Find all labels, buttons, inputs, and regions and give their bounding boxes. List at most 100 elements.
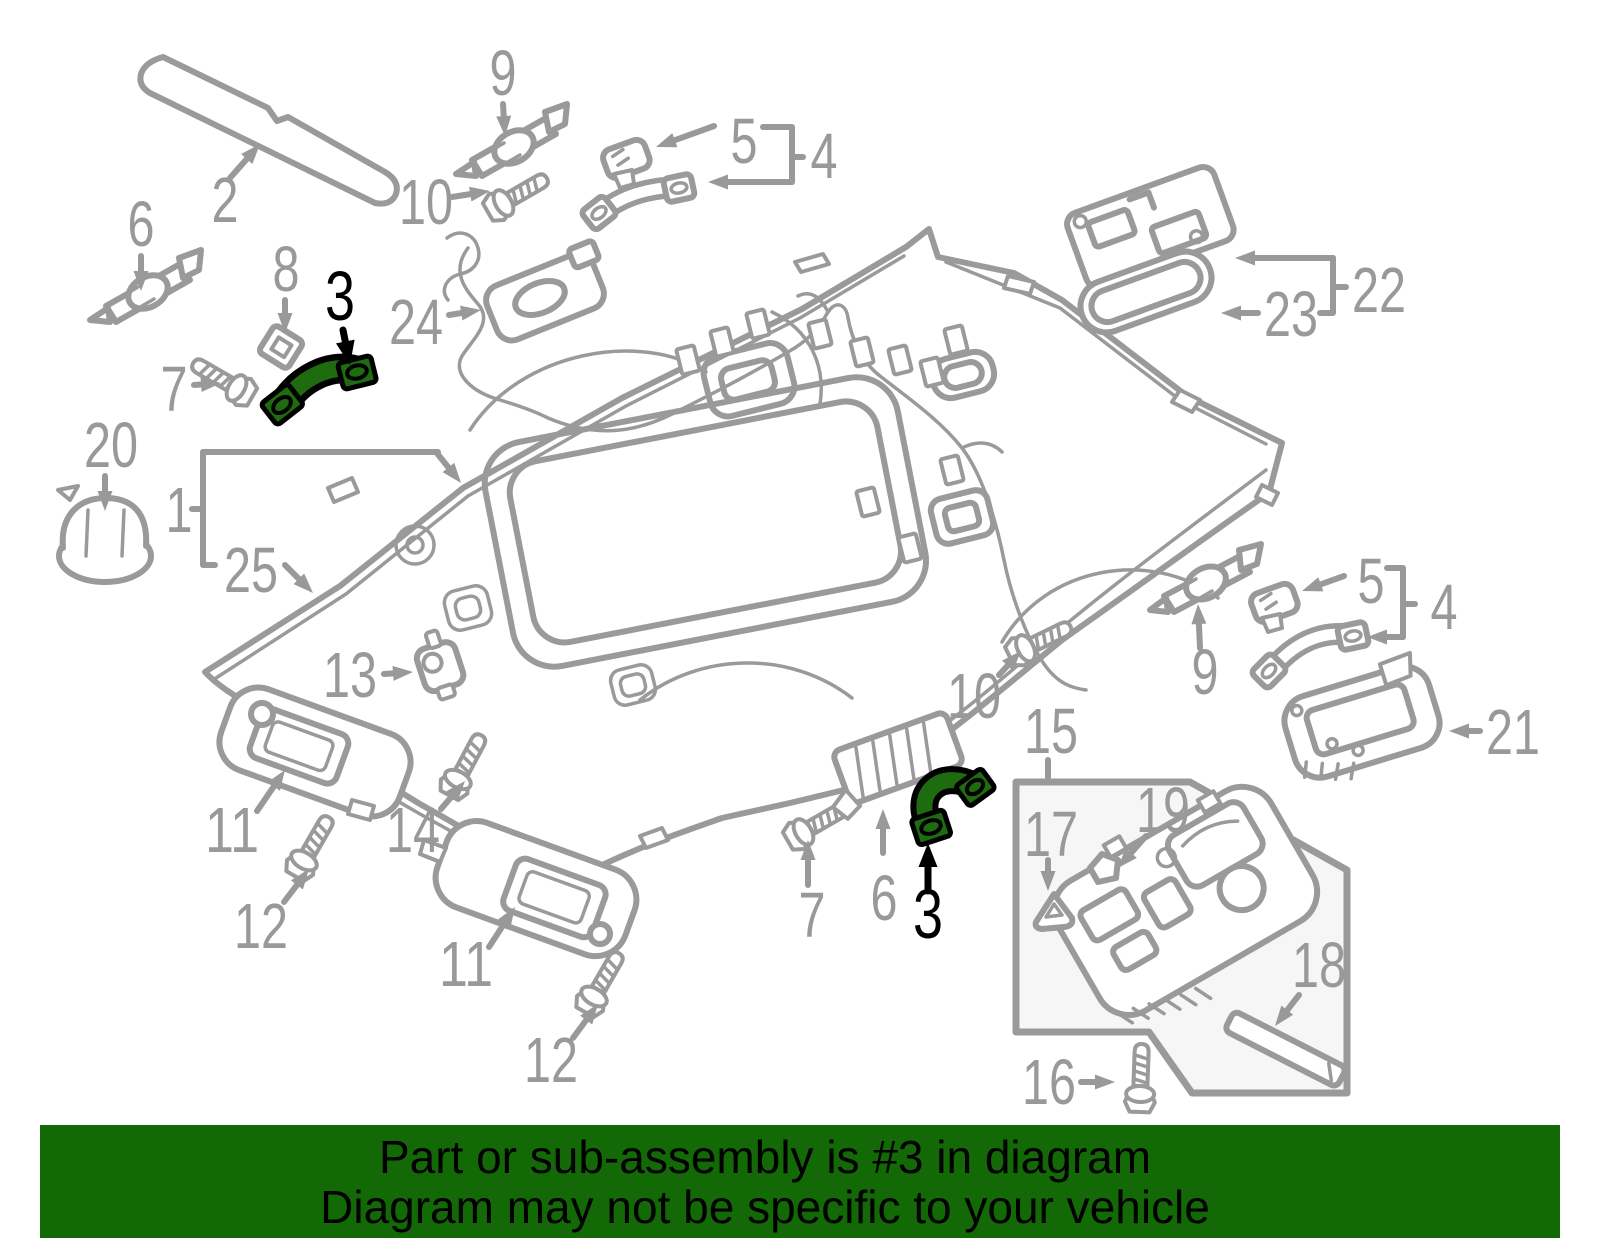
svg-text:16: 16: [1022, 1046, 1076, 1118]
part-15-map-lamp-unit: [1050, 783, 1321, 1025]
callout-10: 10: [947, 651, 1021, 732]
part-24-bracket: [483, 238, 607, 344]
part-5-clip-right: [1248, 580, 1301, 634]
part-11-sun-visor-right: [418, 818, 640, 960]
callout-22: 22: [1330, 254, 1406, 326]
svg-text:19: 19: [1136, 774, 1190, 846]
part-17-grommet: [1032, 891, 1076, 932]
part-2-roof-trim-strip: [137, 54, 400, 207]
callout-3: 3: [325, 257, 355, 365]
callout-18: 18: [1275, 929, 1346, 1026]
svg-text:9: 9: [490, 37, 517, 109]
callout-6: 6: [128, 188, 155, 291]
svg-text:12: 12: [234, 890, 288, 962]
svg-text:24: 24: [389, 286, 443, 358]
svg-text:15: 15: [1024, 695, 1078, 767]
svg-text:10: 10: [947, 660, 1001, 732]
callout-9: 9: [490, 37, 517, 136]
part-6-bracket-left: [87, 247, 204, 325]
svg-text:1: 1: [166, 474, 193, 546]
part-16-screw: [1125, 1044, 1157, 1113]
part-4-assist-handle-top: [579, 171, 698, 233]
svg-text:3: 3: [325, 257, 355, 335]
part-6-bracket-bottom: [830, 710, 965, 821]
callout-12: 12: [234, 869, 309, 962]
callout-17: 17: [1024, 798, 1078, 891]
svg-text:2: 2: [212, 164, 239, 236]
part-8-clip: [256, 323, 306, 371]
callout-5: 5: [1302, 545, 1418, 645]
harness-connectors: [674, 307, 970, 565]
svg-text:7: 7: [799, 879, 826, 951]
part-11-sun-visor-left: [216, 684, 414, 822]
callout-23: 23: [1221, 250, 1336, 350]
banner-line1: Part or sub-assembly is #3 in diagram: [378, 1130, 1152, 1183]
svg-text:5: 5: [731, 105, 758, 177]
callout-25: 25: [224, 534, 313, 606]
svg-text:3: 3: [913, 875, 943, 953]
part-13-clip: [413, 628, 467, 702]
callout-2: 2: [212, 144, 260, 236]
part-9-bracket-top: [453, 101, 570, 179]
callout-7: 7: [799, 840, 826, 951]
inset-box: [1012, 778, 1351, 1097]
callout-9: 9: [1191, 604, 1219, 708]
callout-19: 19: [1118, 774, 1190, 868]
part-5-clip-top: [600, 136, 653, 190]
svg-text:7: 7: [161, 353, 188, 425]
svg-text:5: 5: [1358, 545, 1385, 617]
callout-12: 12: [524, 1004, 598, 1096]
callout-3: 3: [913, 843, 943, 953]
svg-text:12: 12: [524, 1024, 578, 1096]
callout-16: 16: [1022, 1046, 1115, 1118]
svg-text:4: 4: [1431, 571, 1458, 643]
svg-text:4: 4: [811, 120, 838, 192]
svg-text:17: 17: [1024, 798, 1078, 870]
part-3-grab-handle-left: [259, 353, 379, 427]
part-7-screw-left: [183, 348, 262, 412]
svg-text:14: 14: [386, 794, 440, 866]
part-9-bracket-right: [1147, 541, 1264, 615]
callout-24: 24: [389, 286, 481, 358]
svg-text:22: 22: [1352, 254, 1406, 326]
callout-8: 8: [273, 233, 300, 333]
callout-13: 13: [323, 639, 413, 711]
callout-5: 5: [656, 105, 806, 190]
callout-11: 11: [205, 770, 285, 866]
svg-text:6: 6: [128, 188, 155, 260]
part-3-grab-handle-bottom: [909, 766, 997, 848]
part-19-clip: [1087, 851, 1121, 885]
callout-20: 20: [84, 409, 138, 511]
callout-15: 15: [1024, 695, 1078, 782]
svg-text:18: 18: [1292, 929, 1346, 1001]
svg-text:11: 11: [439, 928, 493, 1000]
part-18-lens-strip: [1223, 1009, 1348, 1089]
svg-text:6: 6: [871, 862, 898, 934]
callout-21: 21: [1449, 696, 1540, 768]
svg-text:10: 10: [399, 166, 453, 238]
svg-text:23: 23: [1264, 278, 1318, 350]
callout-6: 6: [871, 809, 898, 934]
part-23-console-gasket: [1077, 248, 1215, 336]
svg-text:8: 8: [273, 233, 300, 305]
callout-14: 14: [386, 781, 465, 866]
svg-text:9: 9: [1192, 636, 1219, 708]
svg-text:25: 25: [224, 534, 278, 606]
svg-text:20: 20: [84, 409, 138, 481]
banner-line2: Diagram may not be specific to your vehi…: [320, 1180, 1210, 1233]
svg-text:21: 21: [1486, 696, 1540, 768]
callout-4: 4: [811, 120, 838, 192]
part-21-rear-dome-lamp: [1281, 650, 1443, 781]
callout-4: 4: [1431, 571, 1458, 643]
callout-7: 7: [161, 353, 221, 425]
callout-1: 1: [166, 449, 461, 568]
callout-10: 10: [399, 166, 490, 238]
part-12-screw-left: [280, 807, 344, 886]
svg-text:13: 13: [323, 639, 377, 711]
highlight-banner: Part or sub-assembly is #3 in diagram Di…: [40, 1125, 1560, 1238]
svg-text:11: 11: [205, 794, 259, 866]
part-4-assist-handle-right: [1249, 619, 1372, 691]
